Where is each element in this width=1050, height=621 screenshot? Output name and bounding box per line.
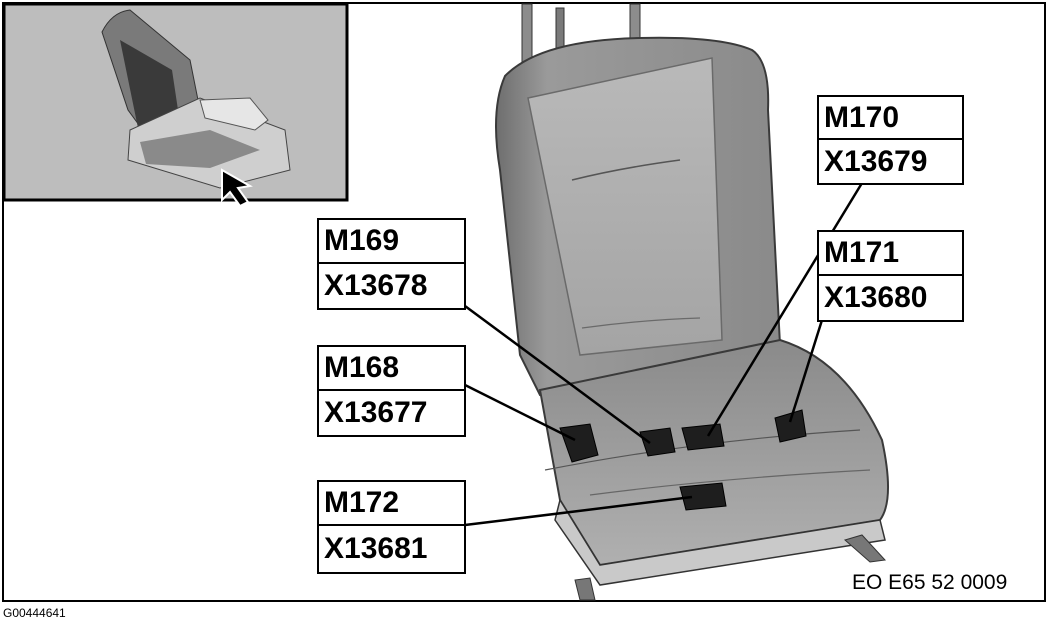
figure-id: G00444641	[3, 606, 66, 620]
callout-x13680-label: X13680	[817, 274, 964, 322]
locator-inset	[2, 2, 349, 208]
callout-m170-label: M170	[817, 95, 964, 140]
callout-x13677-label: X13677	[317, 389, 466, 437]
callout-m171-label: M171	[817, 230, 964, 276]
callout-m172-label: M172	[317, 480, 466, 526]
pointer-arrow-icon	[221, 168, 253, 208]
callout-m169-label: M169	[317, 218, 466, 264]
seat-cushion	[538, 338, 889, 567]
backrest-center-panel	[527, 57, 723, 356]
seat-switch-blocks	[559, 409, 807, 511]
seat-base	[554, 498, 886, 586]
reference-code: EO E65 52 0009	[852, 571, 1008, 594]
callout-m168-label: M168	[317, 345, 466, 391]
callout-x13679-label: X13679	[817, 138, 964, 185]
callout-x13681-label: X13681	[317, 524, 466, 574]
callout-x13678-label: X13678	[317, 262, 466, 310]
leader-lines	[464, 182, 864, 527]
